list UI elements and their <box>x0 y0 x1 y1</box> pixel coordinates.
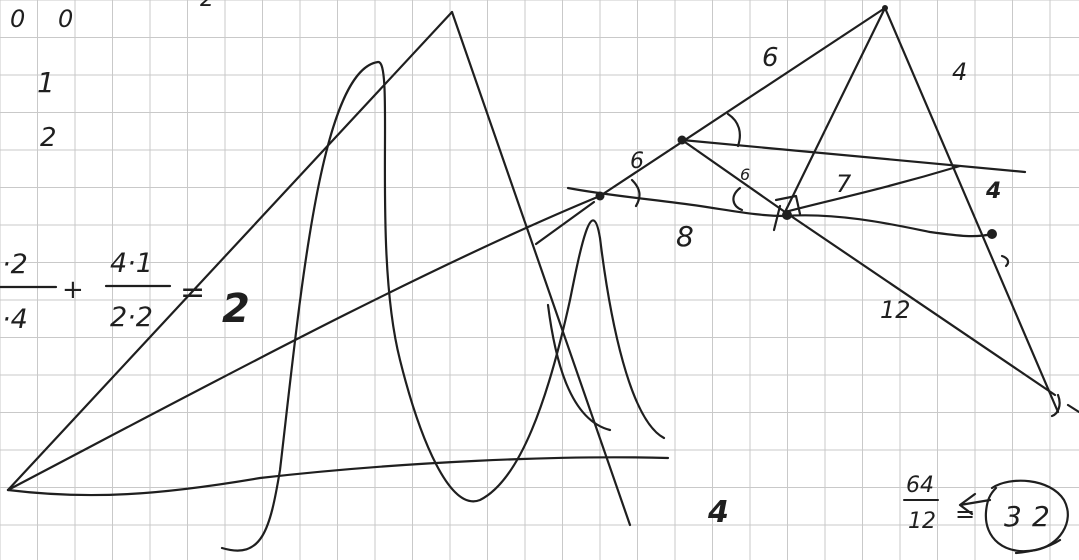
zero-b: 0 <box>58 5 73 33</box>
point-center <box>782 210 792 220</box>
point-left <box>595 191 605 201</box>
triangle-right-edge <box>450 10 632 527</box>
equals-sign-bottom: = <box>955 500 975 528</box>
curve-tail <box>546 303 612 432</box>
label-four-small: 4 <box>985 179 1001 204</box>
upper-edge <box>598 6 887 198</box>
label-six-small: 6 <box>630 149 644 174</box>
bottom-notes: 4 64 12 = 3 2 <box>707 473 1050 534</box>
right-angle-mark <box>774 194 802 216</box>
result-two: 2 <box>222 286 250 332</box>
tick-mark <box>772 204 782 232</box>
point-upper <box>677 135 687 145</box>
answer-circle <box>984 479 1069 553</box>
angle-arc-top <box>726 112 741 148</box>
four-mid: 4 <box>707 495 729 530</box>
figure-labels: 6 4 6 6 7 4 8 12 <box>630 43 1001 324</box>
frac2-den: 2·2 <box>110 302 153 333</box>
label-six-tiny: 6 <box>740 165 750 184</box>
tall-curve <box>220 60 666 552</box>
long-diagonal <box>6 194 602 492</box>
circle-arrow <box>958 492 992 516</box>
points <box>595 5 997 239</box>
circle-tail <box>1014 538 1062 555</box>
one: 1 <box>37 66 55 99</box>
label-four-right: 4 <box>952 58 967 86</box>
triangle-left-edge <box>6 10 454 492</box>
drawing-strokes <box>6 6 1079 555</box>
label-twelve: 12 <box>880 296 911 324</box>
equation: ·2 ·4 + 4·1 2·2 = 2 <box>0 248 250 335</box>
partial-two: 2 <box>200 0 214 12</box>
plus-sign: + <box>62 275 84 305</box>
bottom-hook <box>1050 393 1079 418</box>
result-three: 3 <box>1004 500 1022 533</box>
two: 2 <box>40 123 57 153</box>
label-seven: 7 <box>836 170 852 198</box>
frac2-num: 4·1 <box>110 248 153 279</box>
short-cross <box>783 164 962 214</box>
label-eight: 8 <box>676 220 694 253</box>
frac1-den: ·4 <box>2 304 28 335</box>
diag-to-bottom <box>783 210 1057 397</box>
small-tick <box>534 200 596 246</box>
frac1-num: ·2 <box>2 249 28 280</box>
frac-den: 12 <box>908 509 936 534</box>
frac-num: 64 <box>906 473 934 498</box>
wavy-line <box>566 186 994 238</box>
label-six-top: 6 <box>762 43 779 73</box>
zero-a: 0 <box>10 5 25 33</box>
right-edge <box>883 6 1060 414</box>
point-apex <box>882 5 888 11</box>
upper-short <box>680 138 787 214</box>
bottom-curve <box>6 456 670 497</box>
angle-arc-right <box>1000 254 1010 268</box>
top-left-notes: 0 0 1 2 2 <box>10 0 214 153</box>
inner-edge <box>783 6 887 214</box>
angle-arc-mid <box>732 186 744 212</box>
angle-arc-left <box>630 178 641 208</box>
chord-top <box>680 138 1027 174</box>
result-two-bottom: 2 <box>1032 500 1050 533</box>
point-right <box>987 229 997 239</box>
equals-sign: = <box>180 275 205 310</box>
